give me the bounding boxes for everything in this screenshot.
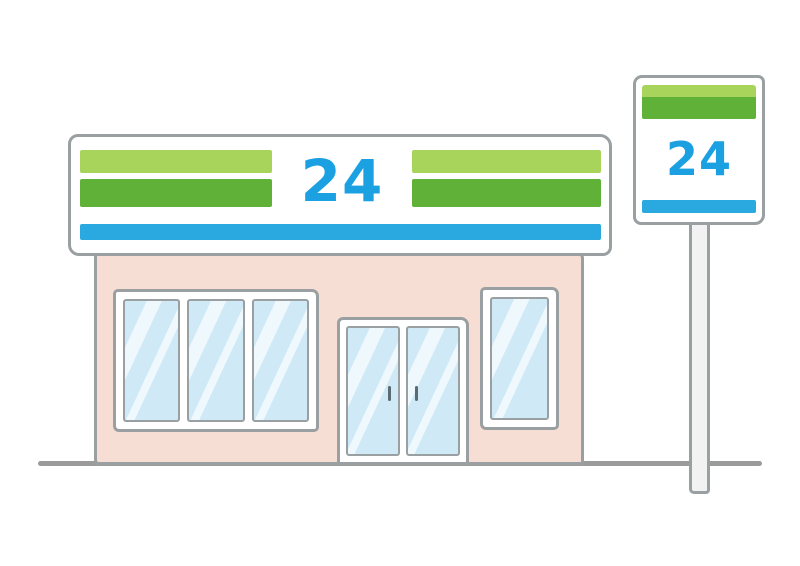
awning-stripe-blue [80,224,601,240]
door-panel-right [406,326,460,456]
door-handle-right [415,385,418,401]
left-window-panes [123,299,309,422]
pole-sign: 24 [633,75,765,225]
awning-stripe-green-left [80,179,272,207]
awning-stripe-lightgreen-right [412,150,601,173]
sign-pole [689,220,710,494]
window-pane [251,299,309,422]
right-window-panes [490,297,549,420]
store-awning: 24 [68,134,612,256]
pole-sign-stripe-green [642,97,756,119]
awning-stripe-green-right [412,179,601,207]
left-window [113,289,319,432]
window-pane [187,299,245,422]
door-panels [346,326,460,456]
entrance-door [337,317,469,465]
pole-sign-stripe-lightgreen [642,85,756,97]
door-handle-left [388,385,391,401]
door-panel-left [346,326,400,456]
pole-sign-stripe-blue [642,200,756,213]
awning-stripe-lightgreen-left [80,150,272,173]
awning-hours-label: 24 [272,143,412,219]
right-window [480,287,559,430]
window-pane [490,297,549,420]
pole-sign-hours-label: 24 [665,132,732,186]
window-pane [123,299,181,422]
